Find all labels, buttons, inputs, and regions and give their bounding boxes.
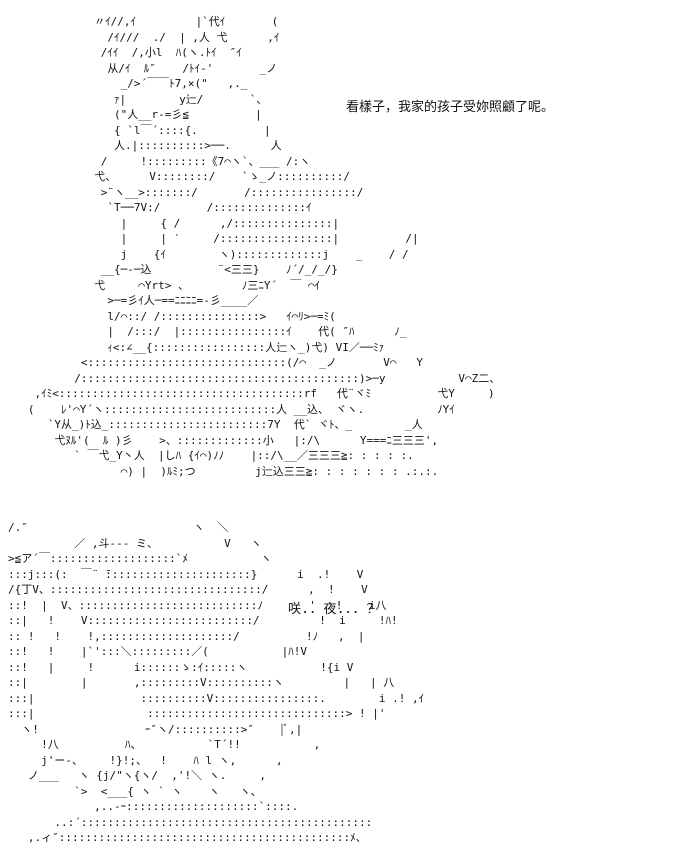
ascii-art-figure-lower: /.″ ヽ ＼ ／ ,斗--- ミ、 V ヽ >≦ア´￣::::::::::::…	[8, 521, 425, 844]
dialogue-text-lower: 咲．．夜．．．？	[288, 602, 381, 617]
ascii-art-figures-upper: 〃ｲ//,ｲ |`代ｲ ( /ｲ/// ./ | ,人 弋 ,ｲ /ｲｲ /,小…	[27, 15, 501, 478]
manga-panel-2: /.″ ヽ ＼ ／ ,斗--- ミ、 V ヽ >≦ア´￣::::::::::::…	[0, 510, 700, 852]
dialogue-text-upper: 看樣子，我家的孩子受妳照顧了呢。	[346, 100, 555, 115]
manga-panel-1: 〃ｲ//,ｲ |`代ｲ ( /ｲ/// ./ | ,人 弋 ,ｲ /ｲｲ /,小…	[27, 15, 555, 478]
